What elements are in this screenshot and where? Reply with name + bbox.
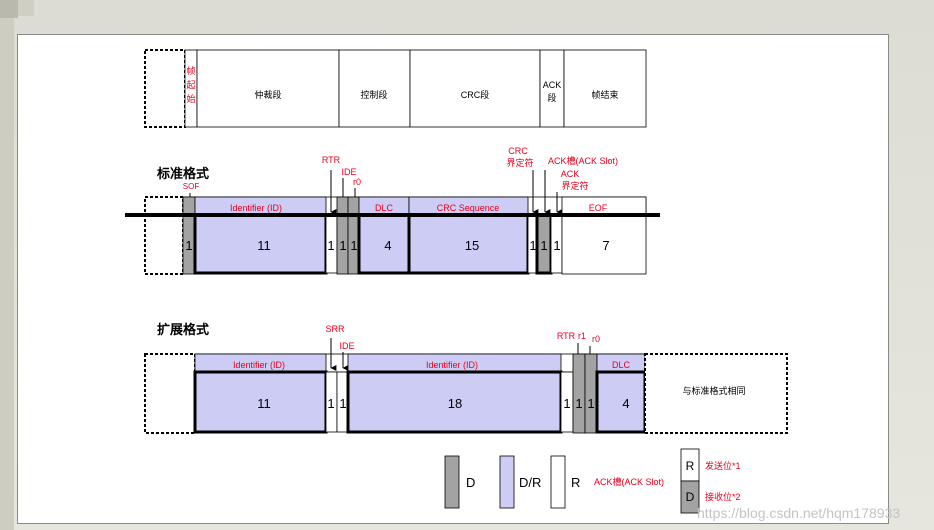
std-ack-slot-label: ACK槽(ACK Slot) [548, 155, 618, 166]
ext-id-count: 11 [257, 396, 271, 411]
std-sof-label: SOF [183, 182, 200, 191]
legend-r-label: R [571, 475, 580, 490]
std-idle-left [144, 196, 184, 275]
legend-r-swatch [550, 455, 566, 509]
frame-eof-label: 帧结束 [591, 89, 618, 100]
std-ack-count: 1 [540, 238, 547, 253]
ext-r1-bit [572, 353, 586, 434]
frame-ack-label-top: ACK [543, 80, 562, 90]
frame-crc-label: CRC段 [461, 89, 490, 100]
ext-ext-id-count: 18 [448, 396, 462, 411]
legend-d-box-label: D [686, 490, 695, 504]
std-crc-delim-label-2: 界定符 [506, 157, 533, 168]
std-id-count: 11 [257, 238, 271, 253]
ext-r1-count: 1 [575, 396, 582, 411]
extended-title: 扩展格式 [157, 322, 209, 337]
legend-send-label: 发送位*1 [705, 460, 741, 471]
std-identifier-bits [193, 213, 328, 275]
ext-rtr-label: RTR [557, 331, 576, 341]
std-rtr-count: 1 [327, 238, 334, 253]
ext-dlc-bits [595, 370, 647, 434]
frame-eof-cell [563, 49, 647, 128]
frame-idle-left [144, 49, 186, 128]
frame-control-cell [338, 49, 411, 128]
ext-identifier1-label: Identifier (ID) [233, 360, 285, 370]
std-ack-delim-label-1: ACK [561, 169, 580, 179]
ext-ide-count: 1 [339, 396, 346, 411]
frame-ack-label-bottom: 段 [547, 92, 556, 103]
std-identifier-label: Identifier (ID) [230, 203, 282, 213]
ext-r1-label: r1 [578, 331, 586, 341]
std-rtr-label: RTR [322, 155, 341, 165]
ext-rtr-count: 1 [563, 396, 570, 411]
std-crc-count: 15 [465, 238, 479, 253]
left-decoration-strip [0, 18, 14, 530]
standard-title: 标准格式 [156, 166, 209, 181]
std-r0-label: r0 [353, 177, 361, 187]
ext-same-label: 与标准格式相同 [682, 385, 745, 396]
legend-ack-slot-label: ACK槽(ACK Slot) [594, 476, 664, 487]
std-sof-count: 1 [185, 238, 192, 253]
ext-dlc-count: 4 [622, 396, 629, 411]
legend-dr-label: D/R [519, 475, 541, 490]
std-crc-delim-label-1: CRC [508, 146, 528, 156]
legend-dr-swatch [499, 455, 515, 509]
legend-d-label: D [466, 475, 475, 490]
std-ide-bit [336, 196, 349, 275]
std-crc-delim-count: 1 [529, 238, 536, 253]
std-dlc-count: 4 [384, 238, 391, 253]
ext-r0-count: 1 [587, 396, 594, 411]
frame-sof-char1: 帧 [186, 65, 195, 76]
legend-d-box [680, 480, 700, 514]
std-r0-count: 1 [350, 238, 357, 253]
corner-decoration-light [18, 0, 34, 16]
legend-d-swatch [444, 455, 460, 509]
ext-srr-count: 1 [327, 396, 334, 411]
ext-same-as-standard [644, 353, 788, 434]
frame-sof-char3: 始 [186, 93, 195, 104]
std-r0-bit [347, 196, 360, 275]
frame-crc-cell [409, 49, 541, 128]
std-dlc-label: DLC [375, 203, 394, 213]
frame-arbitration-label: 仲裁段 [254, 89, 281, 100]
ext-r0-label: r0 [592, 334, 600, 344]
ext-ide-label: IDE [339, 341, 354, 351]
frame-arbitration-cell [196, 49, 340, 128]
std-eof-count: 7 [602, 238, 609, 253]
std-ide-count: 1 [339, 238, 346, 253]
frame-sof-char2: 起 [186, 80, 195, 90]
frame-segments: 帧 起 始 仲裁段 控制段 CRC段 ACK 段 帧结束 [144, 49, 647, 128]
extended-format: 扩展格式 SRR IDE RTR r1 r0 Identifier (ID) I… [144, 322, 788, 434]
std-ide-label: IDE [341, 167, 356, 177]
ext-srr-label: SRR [325, 324, 345, 334]
ext-identifier1-bits [193, 370, 328, 434]
frame-control-label: 控制段 [360, 89, 387, 100]
std-sof-bit [182, 196, 196, 275]
std-eof-label: EOF [589, 203, 608, 213]
legend-r-box-label: R [686, 459, 695, 473]
legend-recv-label: 接收位*2 [705, 491, 741, 502]
ext-identifier2-bits [346, 370, 563, 434]
ext-dlc-label: DLC [612, 360, 631, 370]
ext-idle-left [144, 353, 196, 434]
ext-r0-bit [584, 353, 598, 434]
watermark: https://blog.csdn.net/hqm178933 [697, 505, 901, 521]
std-crc-label: CRC Sequence [437, 203, 500, 213]
frame-ack-cell [539, 49, 565, 128]
standard-format: 标准格式 RTR IDE r0 SOF CRC 界定符 ACK槽(ACK Slo… [125, 146, 660, 275]
std-ack-delim-label-2: 界定符 [561, 180, 588, 191]
std-eof-field [561, 196, 647, 275]
ext-identifier2-label: Identifier (ID) [426, 360, 478, 370]
corner-decoration [0, 0, 18, 18]
std-ack-delim-count: 1 [553, 238, 560, 253]
legend: D D/R R ACK槽(ACK Slot) R D 发送位*1 接收位*2 [444, 448, 741, 514]
